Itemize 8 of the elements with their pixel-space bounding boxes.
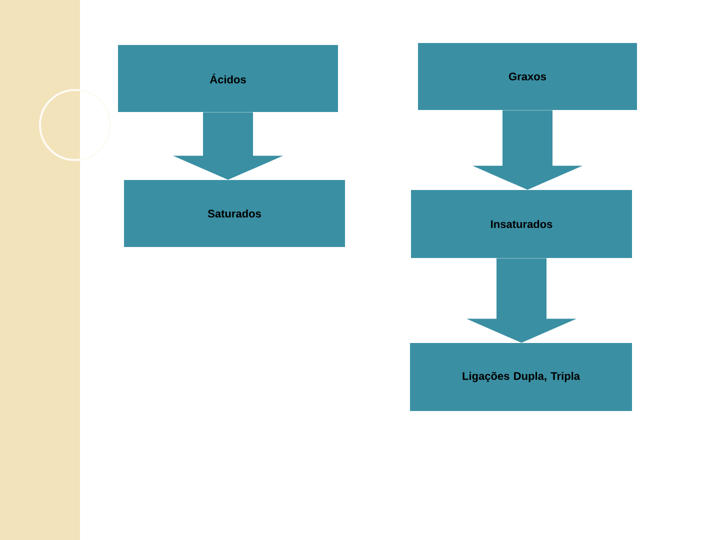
process-box: Insaturados (411, 190, 632, 258)
block-arrow (472, 110, 582, 190)
process-box: Ligações Dupla, Tripla (410, 343, 632, 411)
process-box: Saturados (124, 180, 345, 247)
block-arrow (466, 258, 576, 343)
process-box: Graxos (418, 43, 637, 110)
process-box: Ácidos (118, 45, 338, 112)
block-arrow (173, 112, 283, 180)
